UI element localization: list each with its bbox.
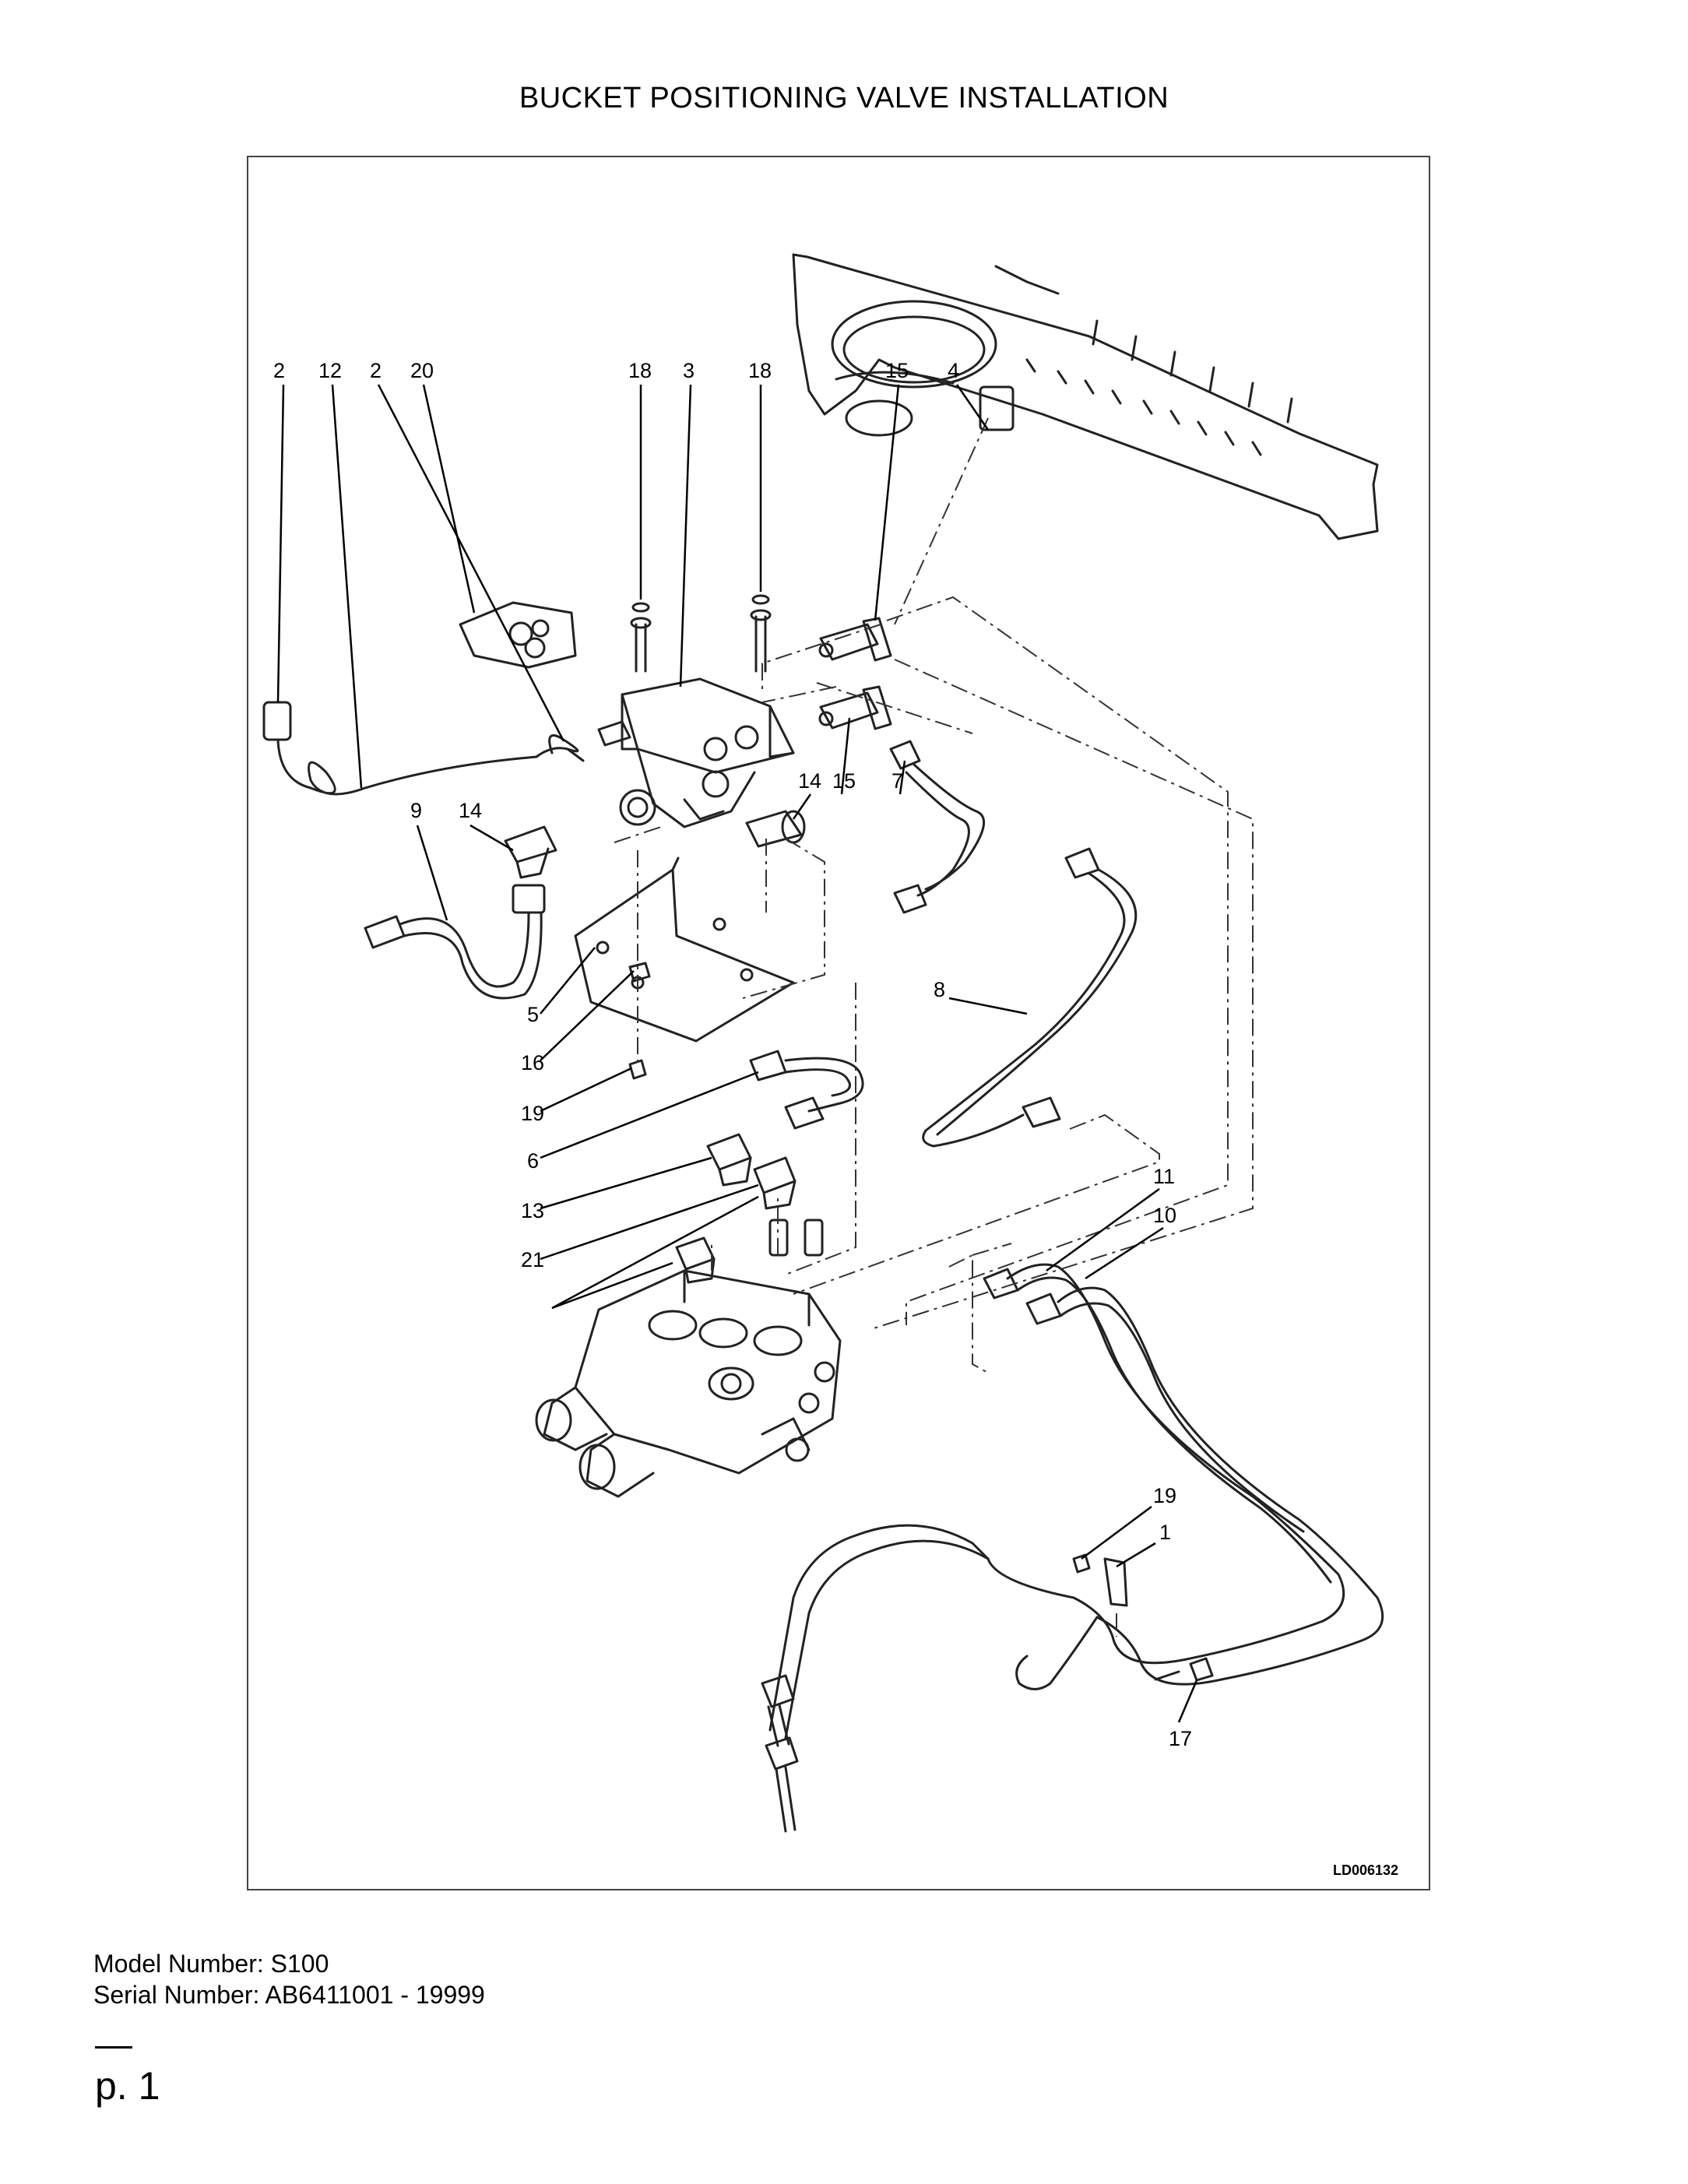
fittings-13-21-drawing — [675, 1133, 824, 1284]
callout-18-left: 18 — [628, 359, 652, 382]
callout-18-right: 18 — [748, 359, 772, 382]
tube-7-drawing — [889, 740, 986, 914]
callout-20: 20 — [410, 359, 434, 382]
model-number: Model Number: S100 — [93, 1950, 329, 1978]
serial-number: Serial Number: AB6411001 - 19999 — [93, 1981, 485, 2009]
page-title: BUCKET POSITIONING VALVE INSTALLATION — [519, 82, 1169, 114]
elbow-and-tube-9-drawing — [364, 825, 557, 1000]
assembly-dashed-lines — [614, 417, 1254, 1637]
callout-15-mid: 15 — [832, 769, 856, 793]
callout-12: 12 — [318, 359, 342, 382]
tubes-10-11-drawing — [761, 1263, 1384, 1833]
parts-diagram: 2 12 2 20 18 3 18 15 4 9 14 14 15 7 8 5 … — [247, 156, 1430, 1890]
drawing-code: LD006132 — [1333, 1862, 1398, 1878]
callout-15-top: 15 — [885, 359, 909, 382]
callout-labels: 2 12 2 20 18 3 18 15 4 9 14 14 15 7 8 5 … — [273, 359, 1192, 1750]
bracket-drawing — [574, 856, 795, 1080]
callout-21: 21 — [521, 1248, 544, 1271]
exploded-view-drawing: 2 12 2 20 18 3 18 15 4 9 14 14 15 7 8 5 … — [262, 253, 1398, 1878]
callout-16: 16 — [521, 1051, 544, 1074]
wire-harness-drawing — [262, 601, 585, 796]
callout-7: 7 — [891, 769, 903, 793]
page-rule — [95, 2046, 132, 2049]
tube-6-drawing — [749, 1050, 864, 1130]
callout-14-left: 14 — [459, 799, 482, 822]
callout-2-left: 2 — [273, 359, 285, 382]
callout-10: 10 — [1153, 1204, 1176, 1227]
callout-13: 13 — [521, 1199, 544, 1222]
callout-17: 17 — [1169, 1727, 1192, 1750]
callout-19-left: 19 — [521, 1102, 544, 1125]
leader-lines — [276, 384, 1198, 1723]
bolts-drawing — [630, 594, 772, 673]
callout-5: 5 — [527, 1003, 539, 1026]
callout-6: 6 — [527, 1149, 539, 1173]
tee-fittings-drawing — [818, 617, 892, 730]
main-control-valve-drawing — [535, 1269, 842, 1498]
tube-8-drawing — [922, 847, 1138, 1148]
callout-2-right: 2 — [370, 359, 382, 382]
callout-4: 4 — [948, 359, 959, 382]
clamp-hardware-drawing — [1072, 1553, 1214, 1682]
valve-block-drawing — [597, 677, 795, 828]
model-info: Model Number: S100 Serial Number: AB6411… — [93, 1948, 485, 2010]
callout-19-right: 19 — [1153, 1484, 1176, 1507]
callout-11: 11 — [1153, 1165, 1175, 1188]
page-number: p. 1 — [95, 2064, 160, 2108]
control-panel-drawing — [792, 253, 1379, 540]
callout-3: 3 — [683, 359, 695, 382]
callout-8: 8 — [934, 978, 945, 1001]
callout-14-right: 14 — [798, 769, 821, 793]
callout-1: 1 — [1159, 1521, 1171, 1544]
callout-9: 9 — [410, 799, 422, 822]
